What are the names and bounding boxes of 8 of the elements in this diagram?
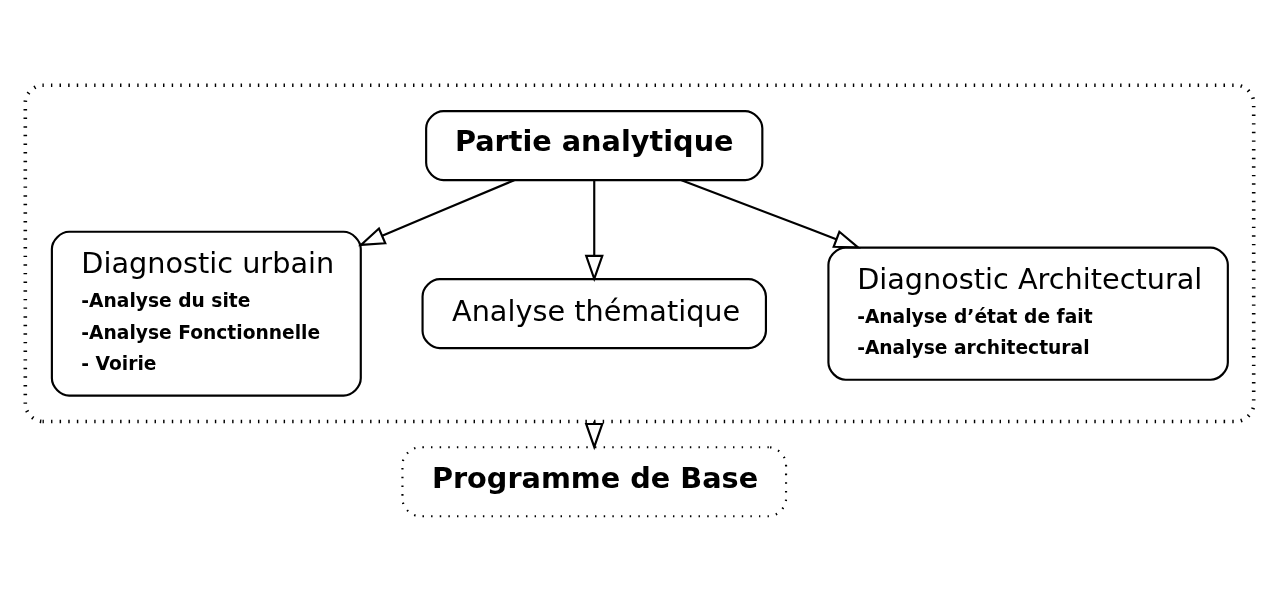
node-box: Diagnostic urbain -Analyse du site -Analyse Fonctionnelle - Voirie bbox=[50, 230, 362, 397]
arrow bbox=[681, 179, 862, 249]
arrow bbox=[584, 180, 604, 283]
arrow bbox=[358, 179, 515, 247]
node-box: Partie analytique bbox=[425, 110, 764, 182]
node-box: Diagnostic Architectural -Analyse d’état de fait -Analyse architectural bbox=[827, 246, 1229, 381]
node-box: Analyse thématique bbox=[421, 278, 767, 350]
node-box: Programme de Base bbox=[401, 446, 788, 518]
